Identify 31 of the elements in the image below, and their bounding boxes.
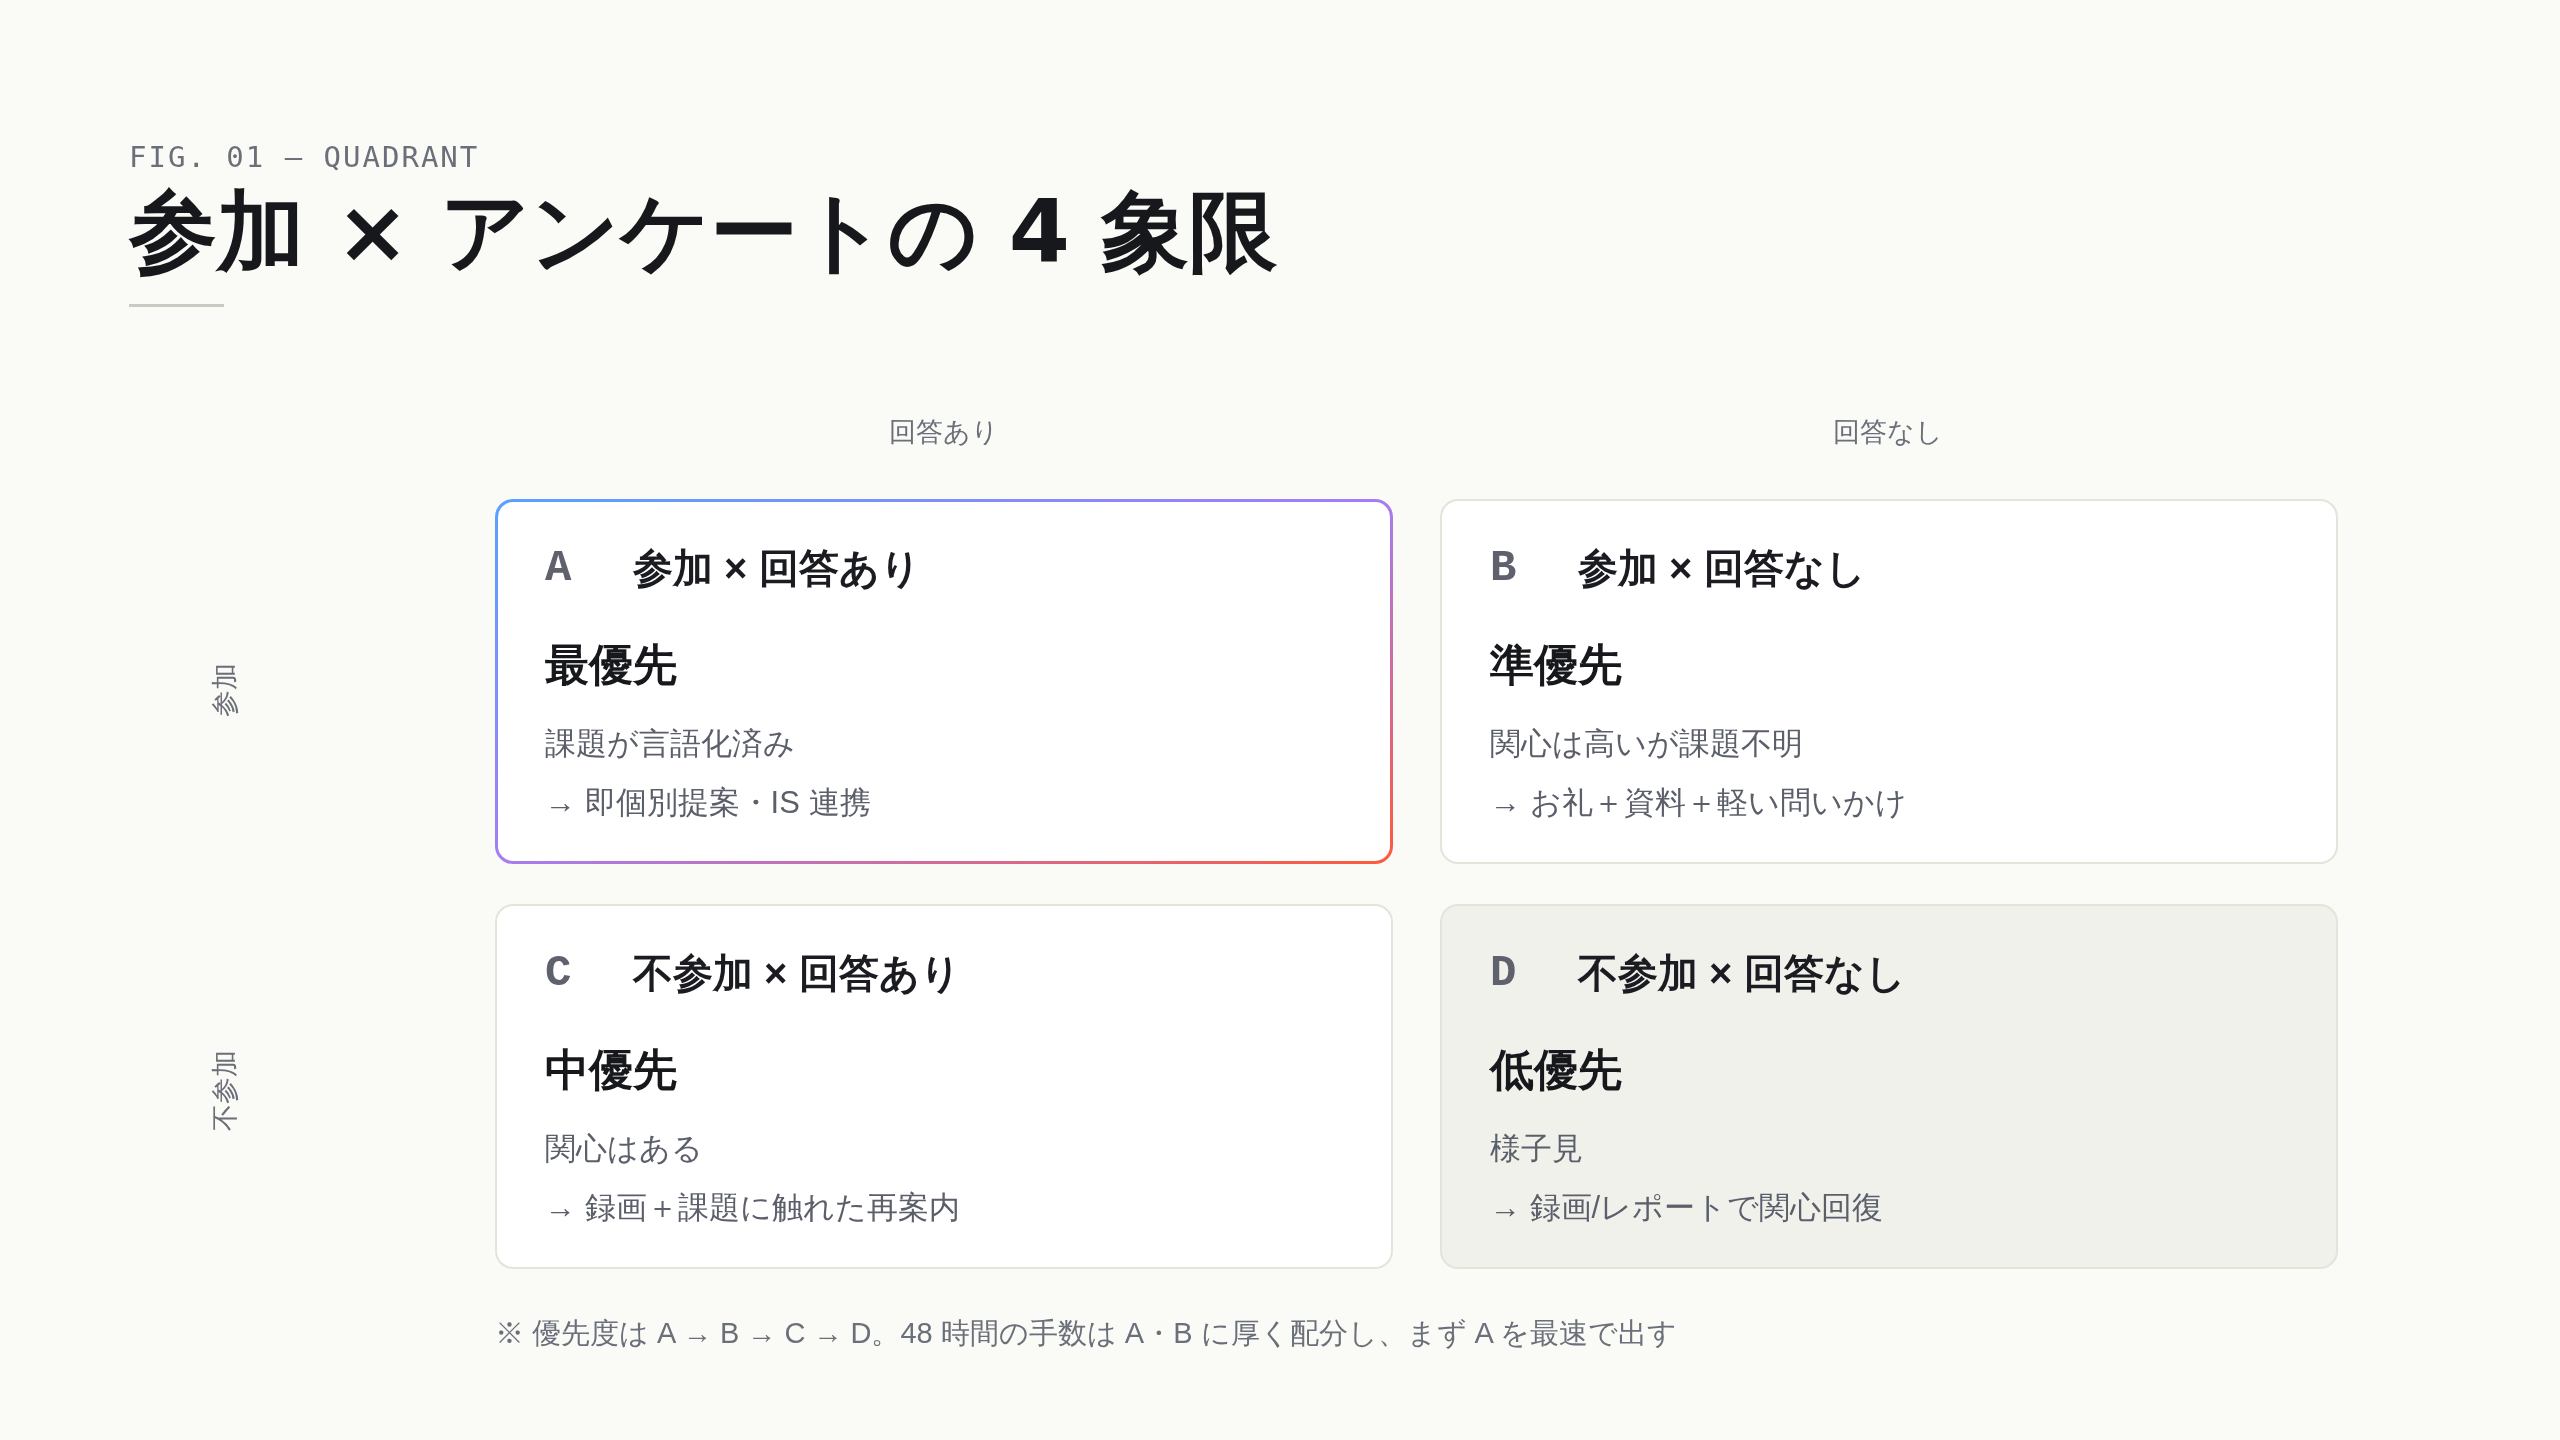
quadrant-card bbox=[1440, 499, 2338, 864]
column-header: 回答なし bbox=[1833, 416, 1943, 449]
figure-label: FIG. 01 — QUADRANT bbox=[129, 139, 480, 175]
priority-label: 低優先 bbox=[1490, 1044, 1622, 1096]
footnote: ※ 優先度は A → B → C → D。48 時間の手数は A・B に厚く配分し、まず A を最速で出す bbox=[495, 1316, 1678, 1351]
quadrant-heading: 参加 × 回答なし bbox=[1578, 545, 1866, 592]
action-text: → 録画＋課題に触れた再案内 bbox=[545, 1189, 960, 1227]
action-text: → お礼＋資料＋軽い問いかけ bbox=[1490, 784, 1907, 822]
quadrant-letter: D bbox=[1490, 948, 1517, 998]
quadrant-card bbox=[495, 904, 1393, 1269]
quadrant-letter: A bbox=[545, 543, 572, 593]
priority-label: 最優先 bbox=[545, 639, 677, 691]
description-text: 関心はある bbox=[545, 1130, 703, 1168]
quadrant-heading: 不参加 × 回答あり bbox=[633, 950, 961, 997]
column-header: 回答あり bbox=[889, 416, 999, 449]
priority-label: 準優先 bbox=[1490, 639, 1622, 691]
action-text: → 即個別提案・IS 連携 bbox=[545, 784, 871, 822]
quadrant-heading: 参加 × 回答あり bbox=[633, 545, 921, 592]
description-text: 関心は高いが課題不明 bbox=[1490, 725, 1803, 763]
row-header: 参加 bbox=[209, 663, 241, 717]
description-text: 課題が言語化済み bbox=[545, 725, 795, 763]
quadrant-card bbox=[495, 499, 1393, 864]
quadrant-heading: 不参加 × 回答なし bbox=[1578, 950, 1906, 997]
action-text: → 録画/レポートで関心回復 bbox=[1490, 1189, 1884, 1227]
quadrant-letter: B bbox=[1490, 543, 1517, 593]
quadrant-card bbox=[1440, 904, 2338, 1269]
quadrant-letter: C bbox=[545, 948, 572, 998]
priority-label: 中優先 bbox=[545, 1044, 677, 1096]
description-text: 様子見 bbox=[1490, 1130, 1583, 1168]
diagram-title: 参加 × アンケートの 4 象限 bbox=[129, 182, 1277, 282]
row-header: 不参加 bbox=[209, 1049, 241, 1131]
